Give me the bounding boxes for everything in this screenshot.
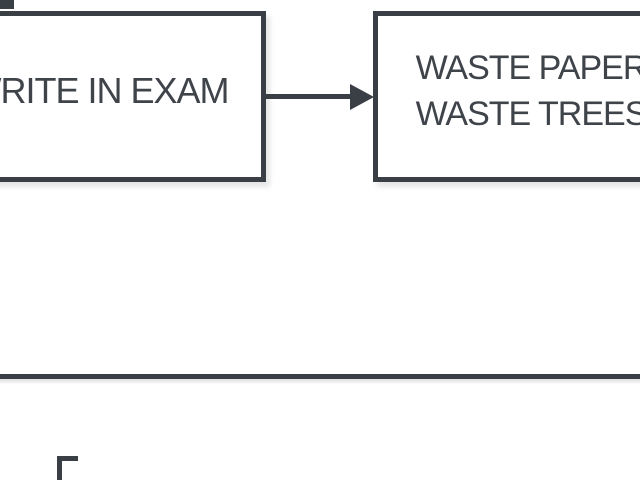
arrowhead-icon (350, 84, 374, 110)
node-waste-paper-label-line1: WASTE PAPER (415, 48, 640, 87)
node-waste-paper-trees[interactable]: WASTE PAPER WASTE TREES (373, 11, 640, 182)
bottom-horizontal-stroke (0, 374, 640, 379)
connector-line (263, 94, 353, 99)
node-write-in-exam-label: WRITE IN EXAM (0, 69, 230, 111)
node-waste-paper-label-line2: WASTE TREES (415, 94, 640, 133)
partial-shape-bottom-left (57, 456, 78, 480)
partial-shape-top-left (0, 0, 14, 9)
node-write-in-exam[interactable]: WRITE IN EXAM (0, 11, 266, 182)
